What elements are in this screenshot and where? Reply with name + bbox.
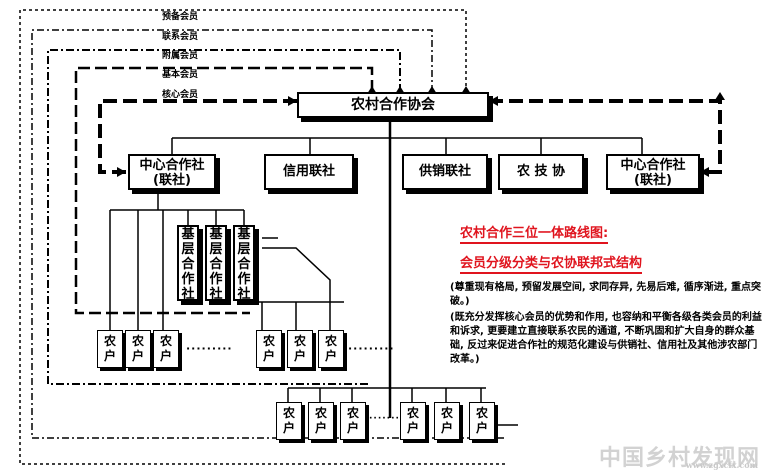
farmer-box: 农户	[125, 330, 151, 368]
credit-union-name: 信用联社	[282, 164, 335, 179]
central-coop-left-sub: (联社)	[153, 173, 191, 188]
label-core-members: 核心会员	[162, 90, 199, 100]
frame-affiliate-members	[47, 49, 401, 385]
farmer-char-2: 户	[282, 421, 295, 435]
farmer-char-2: 户	[406, 421, 419, 435]
farmer-box: 农户	[469, 402, 495, 440]
farmer-box: 农户	[400, 402, 426, 440]
central-coop-right-name: 中心合作社	[620, 158, 686, 173]
farmer-box: 农户	[434, 402, 460, 440]
farmer-char-1: 农	[131, 334, 144, 348]
frame-contact-members	[31, 29, 505, 439]
farmer-box: 农户	[256, 330, 282, 368]
roadmap-note-1: (尊重现有格局, 预留发展空间, 求同存异, 先易后难, 循序渐进, 重点突破。…	[450, 282, 761, 307]
farmer-char-1: 农	[103, 334, 116, 348]
watermark-text: 中国乡村发现网	[598, 445, 760, 471]
frame-preparatory-members	[19, 9, 505, 465]
grassroots-coop-label: 基层合作社	[181, 226, 195, 302]
farmer-char-2: 户	[159, 349, 172, 363]
farmer-char-2: 户	[103, 349, 116, 363]
grassroots-coop-label: 基层合作社	[237, 226, 251, 302]
farmer-char-1: 农	[324, 334, 337, 348]
farmer-box: 农户	[153, 330, 179, 368]
farmer-char-2: 户	[346, 421, 359, 435]
farmer-char-1: 农	[159, 334, 172, 348]
label-contact-members: 联系会员	[162, 32, 199, 42]
farmer-char-2: 户	[131, 349, 144, 363]
grassroots-coop-3: 基层合作社	[233, 225, 255, 302]
farmer-char-2: 户	[262, 349, 275, 363]
roadmap-title: 农村合作三位一体路线图:	[460, 222, 609, 244]
farmer-box: 农户	[318, 330, 344, 368]
farmer-char-2: 户	[314, 421, 327, 435]
central-coop-left-box: 中心合作社 (联社)	[128, 154, 216, 190]
ellipsis-more-farmers: ·········	[369, 414, 409, 424]
credit-union-box: 信用联社	[264, 154, 354, 190]
farmer-char-2: 户	[440, 421, 453, 435]
farmer-char-2: 户	[293, 349, 306, 363]
watermark-url: www.zgxcfx.com	[685, 460, 758, 470]
label-basic-members: 基本会员	[162, 70, 199, 80]
farmer-char-2: 户	[324, 349, 337, 363]
central-coop-right-sub: (联社)	[634, 173, 672, 188]
association-title: 农村合作协会	[351, 97, 435, 113]
ellipsis-more-farmers: ·········	[348, 342, 395, 355]
ellipsis-more-farmers: ·········	[186, 342, 233, 355]
roadmap-subtitle: 会员分级分类与农协联邦式结构	[460, 252, 643, 274]
farmer-char-1: 农	[440, 406, 453, 420]
farmer-char-1: 农	[282, 406, 295, 420]
grassroots-coop-2: 基层合作社	[205, 225, 227, 302]
site-watermark: 中国乡村发现网 www.zgxcfx.com	[599, 440, 760, 472]
farmer-box: 农户	[97, 330, 123, 368]
central-coop-right-box: 中心合作社 (联社)	[606, 154, 700, 190]
farmer-char-1: 农	[293, 334, 306, 348]
farmer-box: 农户	[287, 330, 313, 368]
farmer-char-2: 户	[475, 421, 488, 435]
agritech-assoc-name: 农 技 协	[516, 164, 566, 179]
frame-basic-members	[74, 66, 374, 315]
farmer-char-1: 农	[314, 406, 327, 420]
farmer-char-1: 农	[262, 334, 275, 348]
grassroots-coop-1: 基层合作社	[177, 225, 199, 302]
supply-union-box: 供销联社	[402, 154, 488, 190]
supply-union-name: 供销联社	[418, 164, 471, 179]
agritech-assoc-box: 农 技 协	[498, 154, 584, 190]
roadmap-note-2: (既充分发挥核心会员的优势和作用, 也容纳和平衡各级各类会员的利益和诉求, 更要…	[450, 312, 762, 365]
association-box: 农村合作协会	[297, 92, 489, 118]
label-preparatory-members: 预备会员	[162, 12, 199, 22]
farmer-box: 农户	[340, 402, 366, 440]
farmer-char-1: 农	[475, 406, 488, 420]
central-coop-left-name: 中心合作社	[139, 158, 205, 173]
frame-core-members-right	[489, 99, 722, 174]
frame-core-members	[98, 99, 297, 174]
farmer-box: 农户	[308, 402, 334, 440]
label-affiliate-members: 附属会员	[162, 51, 199, 61]
farmer-box: 农户	[276, 402, 302, 440]
grassroots-coop-label: 基层合作社	[209, 226, 223, 302]
farmer-char-1: 农	[406, 406, 419, 420]
farmer-char-1: 农	[346, 406, 359, 420]
